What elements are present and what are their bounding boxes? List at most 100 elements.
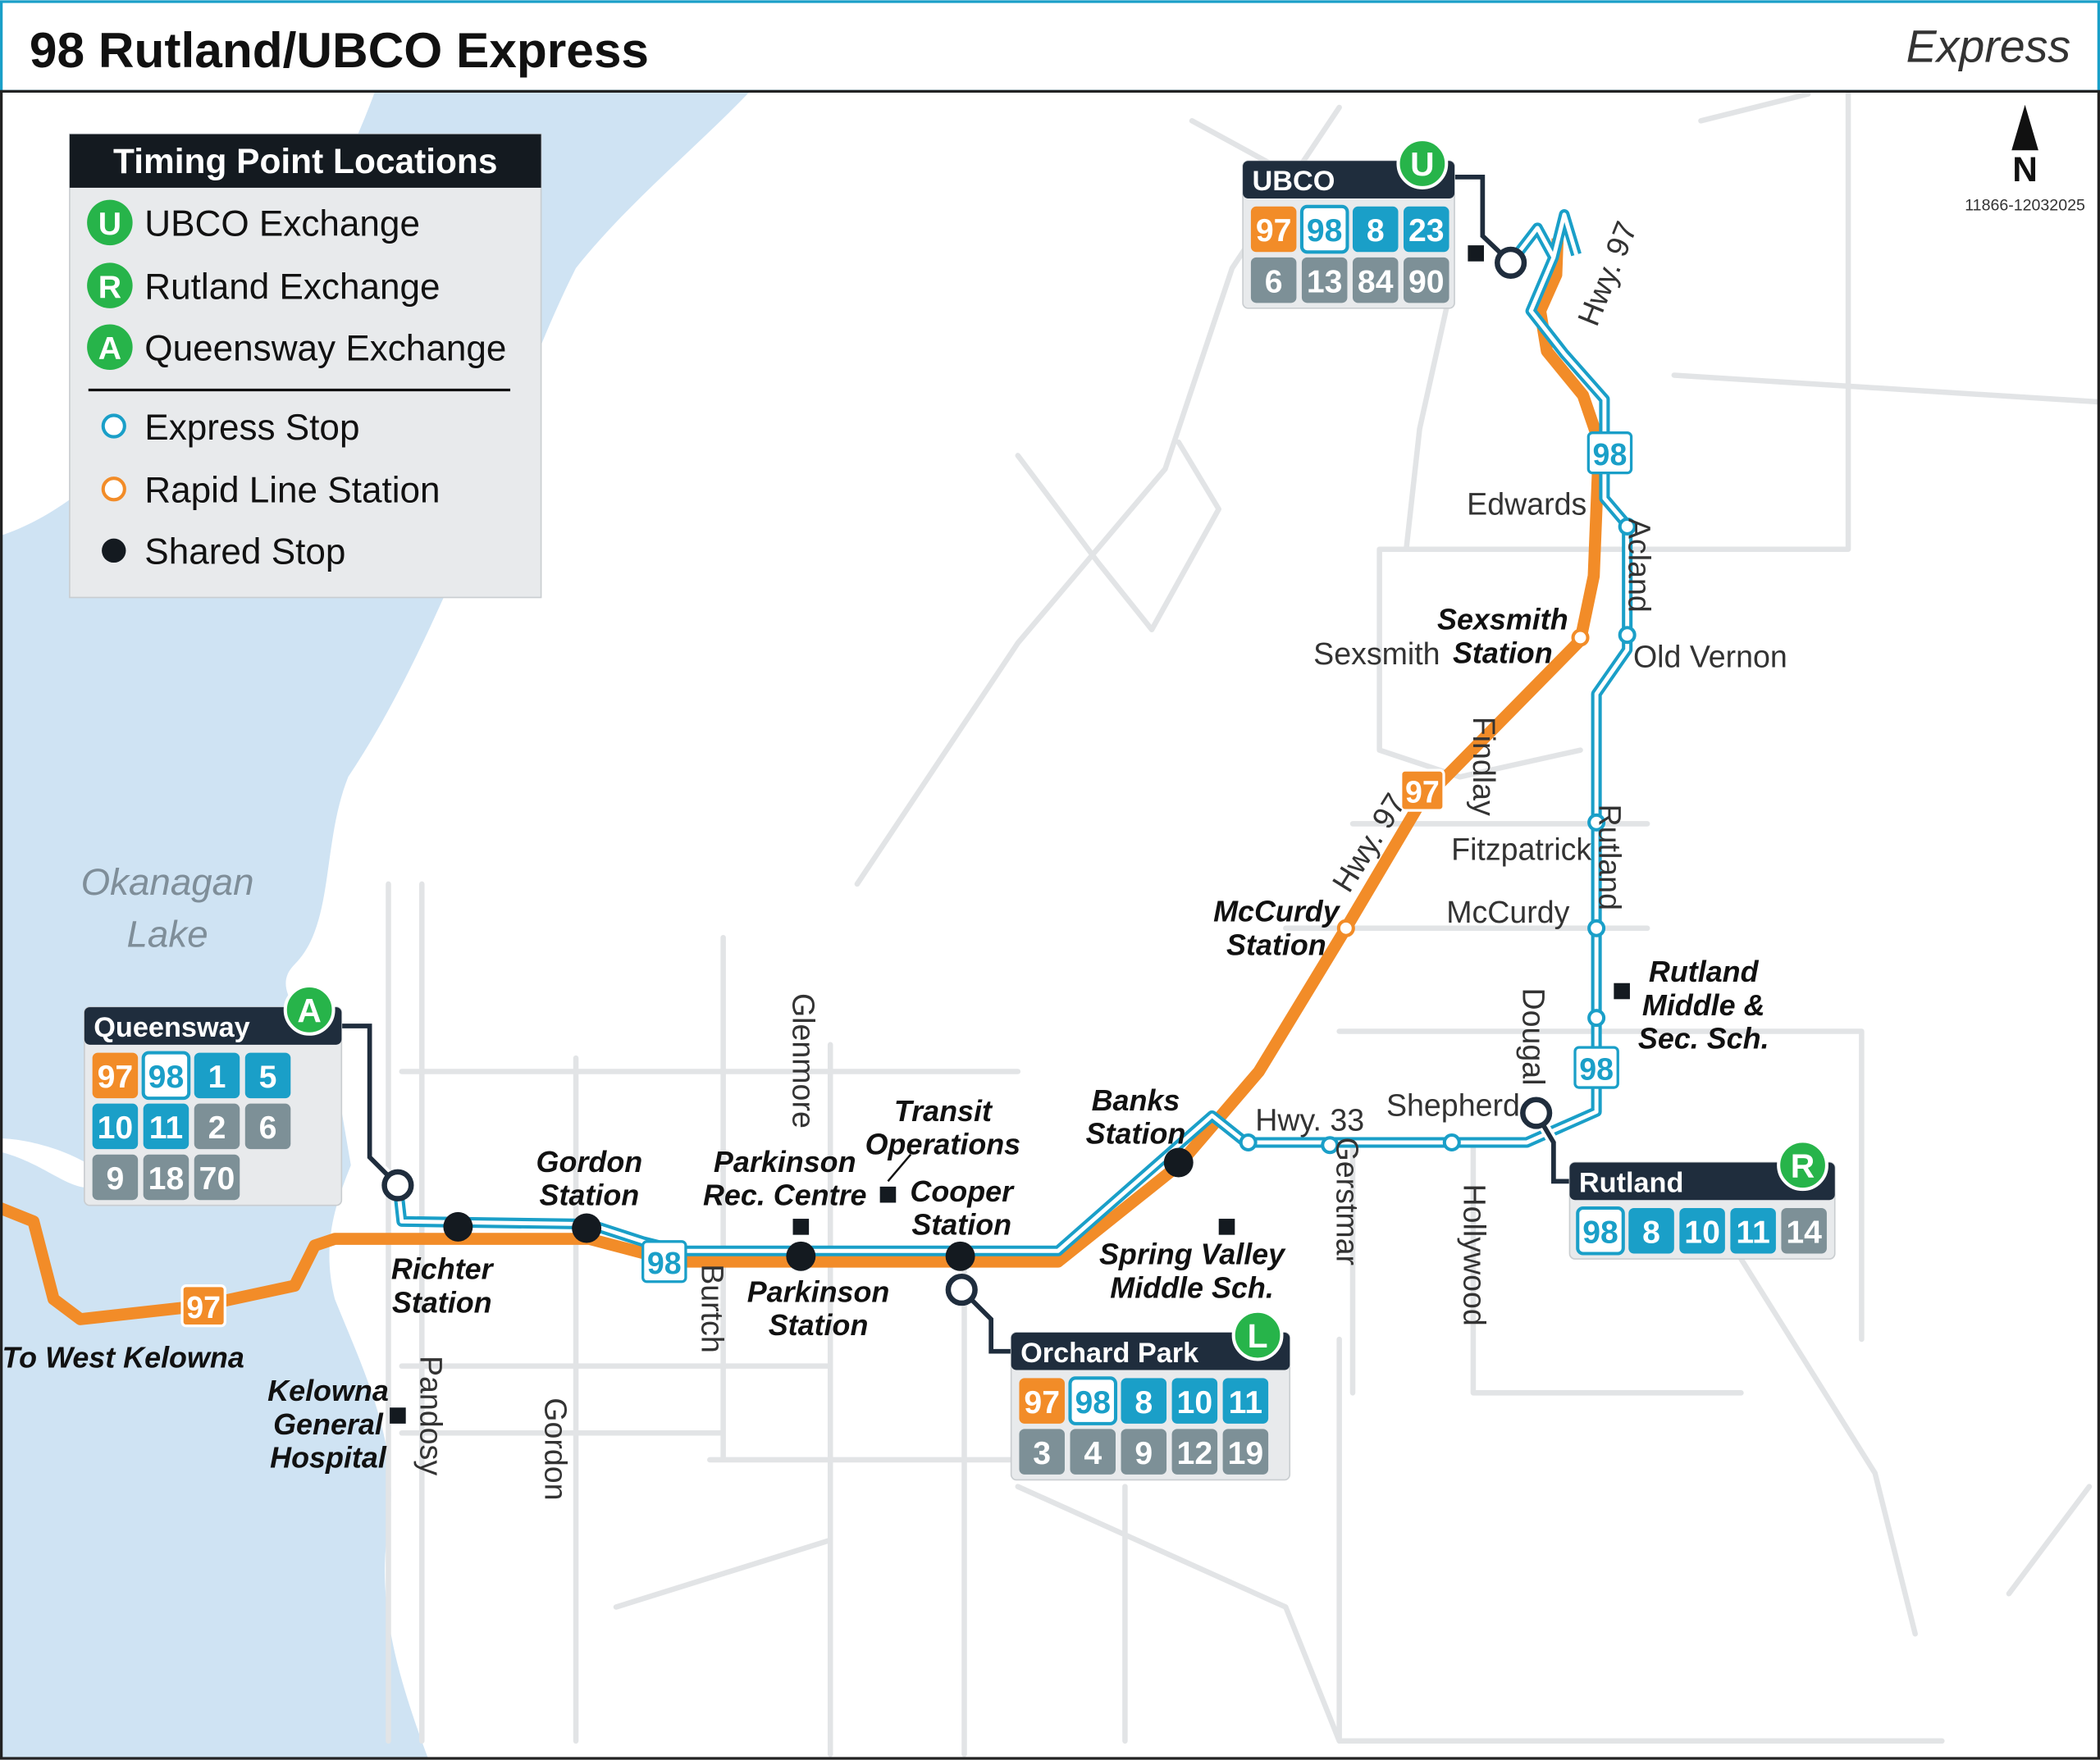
route-badge-97[interactable]: 97 <box>1019 1378 1065 1424</box>
street-label: Findlay <box>1467 717 1501 816</box>
route-badge-98[interactable]: 98 <box>1576 1206 1625 1256</box>
svg-text:To West Kelowna: To West Kelowna <box>2 1340 244 1374</box>
route-badge-5[interactable]: 5 <box>244 1052 291 1099</box>
svg-text:97: 97 <box>1256 213 1292 248</box>
svg-text:Station: Station <box>392 1285 492 1319</box>
route-badge-97[interactable]: 97 <box>92 1052 139 1099</box>
exchange-stop[interactable] <box>381 1169 414 1201</box>
svg-text:Station: Station <box>911 1208 1011 1242</box>
svg-text:Station: Station <box>1453 636 1553 670</box>
landmark-icon <box>1614 983 1630 1000</box>
route-shield-98: 98 <box>1586 431 1633 475</box>
route-badge-97[interactable]: 97 <box>1250 206 1297 253</box>
rapid-station-icon <box>101 476 126 502</box>
route-badge-6[interactable]: 6 <box>244 1103 291 1150</box>
svg-text:4: 4 <box>1084 1436 1102 1471</box>
route-badge-14[interactable]: 14 <box>1781 1208 1827 1254</box>
route-badge-70[interactable]: 70 <box>194 1154 240 1201</box>
express-stop[interactable] <box>1442 1133 1461 1152</box>
exchange-stop[interactable] <box>945 1273 978 1306</box>
exchange-letter-icon <box>1231 1309 1284 1361</box>
svg-text:L: L <box>1248 1317 1268 1355</box>
street-label: Hollywood <box>1457 1184 1491 1326</box>
exchange-connector <box>341 1024 399 1188</box>
route-badge-6[interactable]: 6 <box>1250 257 1297 303</box>
svg-text:A: A <box>297 992 321 1029</box>
route-badge-2[interactable]: 2 <box>194 1103 240 1150</box>
shared-stop[interactable] <box>443 1211 473 1242</box>
express-stop-icon <box>101 413 126 439</box>
route-shield-98: 98 <box>641 1240 687 1284</box>
route-badge-12[interactable]: 12 <box>1171 1429 1218 1475</box>
route-badge-3[interactable]: 3 <box>1019 1429 1065 1475</box>
svg-text:98: 98 <box>1582 1215 1618 1250</box>
svg-text:General: General <box>273 1407 384 1441</box>
exchange-badge-icon <box>87 262 133 308</box>
route-badge-9[interactable]: 9 <box>92 1154 139 1201</box>
svg-text:A: A <box>98 331 121 367</box>
route-badge-10[interactable]: 10 <box>92 1103 139 1150</box>
route-badge-98[interactable]: 98 <box>1299 204 1349 254</box>
exchange-stop[interactable] <box>1495 246 1527 279</box>
route-badge-90[interactable]: 90 <box>1404 257 1449 303</box>
express-stop[interactable] <box>1587 813 1606 832</box>
svg-text:R: R <box>1791 1147 1815 1184</box>
route-badge-11[interactable]: 11 <box>1222 1378 1269 1424</box>
shared-stop[interactable] <box>1163 1147 1194 1178</box>
route-badge-8[interactable]: 8 <box>1352 206 1399 253</box>
express-stop[interactable] <box>1618 517 1637 536</box>
svg-text:5: 5 <box>259 1060 277 1095</box>
landmark-icon <box>879 1186 897 1203</box>
svg-text:23: 23 <box>1408 213 1445 248</box>
north-arrow-icon <box>2011 104 2038 151</box>
svg-text:97: 97 <box>98 1060 134 1095</box>
shared-stop[interactable] <box>572 1213 602 1243</box>
svg-text:98: 98 <box>1593 437 1628 472</box>
route-badge-8[interactable]: 8 <box>1121 1378 1167 1424</box>
route-badge-18[interactable]: 18 <box>143 1154 189 1201</box>
svg-text:Cooper: Cooper <box>910 1174 1015 1208</box>
route-badge-9[interactable]: 9 <box>1121 1429 1167 1475</box>
street-label: Rutland <box>1592 805 1627 910</box>
svg-text:Rapid Line Station: Rapid Line Station <box>144 471 440 511</box>
express-stop[interactable] <box>1618 626 1637 645</box>
route-badge-10[interactable]: 10 <box>1171 1378 1218 1424</box>
landmark-icon <box>792 1219 810 1235</box>
express-stop[interactable] <box>1587 919 1606 937</box>
express-stop[interactable] <box>1587 1009 1606 1028</box>
rapid-station[interactable] <box>1571 628 1590 647</box>
express-stop[interactable] <box>1239 1133 1258 1152</box>
street-label: Gerstmar <box>1330 1138 1364 1265</box>
svg-text:11: 11 <box>1736 1215 1769 1250</box>
exchange-letter-icon <box>1777 1139 1828 1192</box>
route-badge-13[interactable]: 13 <box>1301 257 1348 303</box>
route-badge-11[interactable]: 11 <box>143 1103 189 1150</box>
street-label: Burtch <box>696 1264 730 1353</box>
rapid-station[interactable] <box>1336 919 1355 937</box>
exchange-stop[interactable] <box>1520 1097 1553 1129</box>
route-badge-98[interactable]: 98 <box>1068 1376 1118 1425</box>
svg-text:Middle Sch.: Middle Sch. <box>1110 1270 1274 1304</box>
express-stop[interactable] <box>1321 1136 1340 1155</box>
svg-text:10: 10 <box>98 1110 134 1146</box>
route-badge-98[interactable]: 98 <box>141 1051 191 1101</box>
route-badge-8[interactable]: 8 <box>1628 1208 1674 1254</box>
shared-stop[interactable] <box>786 1241 816 1271</box>
north-label: N <box>2012 150 2038 189</box>
route-badge-10[interactable]: 10 <box>1679 1208 1725 1254</box>
route-badge-1[interactable]: 1 <box>194 1052 240 1099</box>
shared-stop[interactable] <box>945 1241 975 1271</box>
svg-text:UBCO Exchange: UBCO Exchange <box>144 204 420 244</box>
route-badge-11[interactable]: 11 <box>1730 1208 1776 1254</box>
route-badge-23[interactable]: 23 <box>1404 206 1449 253</box>
route-badge-4[interactable]: 4 <box>1070 1429 1116 1475</box>
svg-text:8: 8 <box>1367 213 1385 248</box>
route-badge-84[interactable]: 84 <box>1352 257 1399 303</box>
route-badge-19[interactable]: 19 <box>1222 1429 1269 1475</box>
